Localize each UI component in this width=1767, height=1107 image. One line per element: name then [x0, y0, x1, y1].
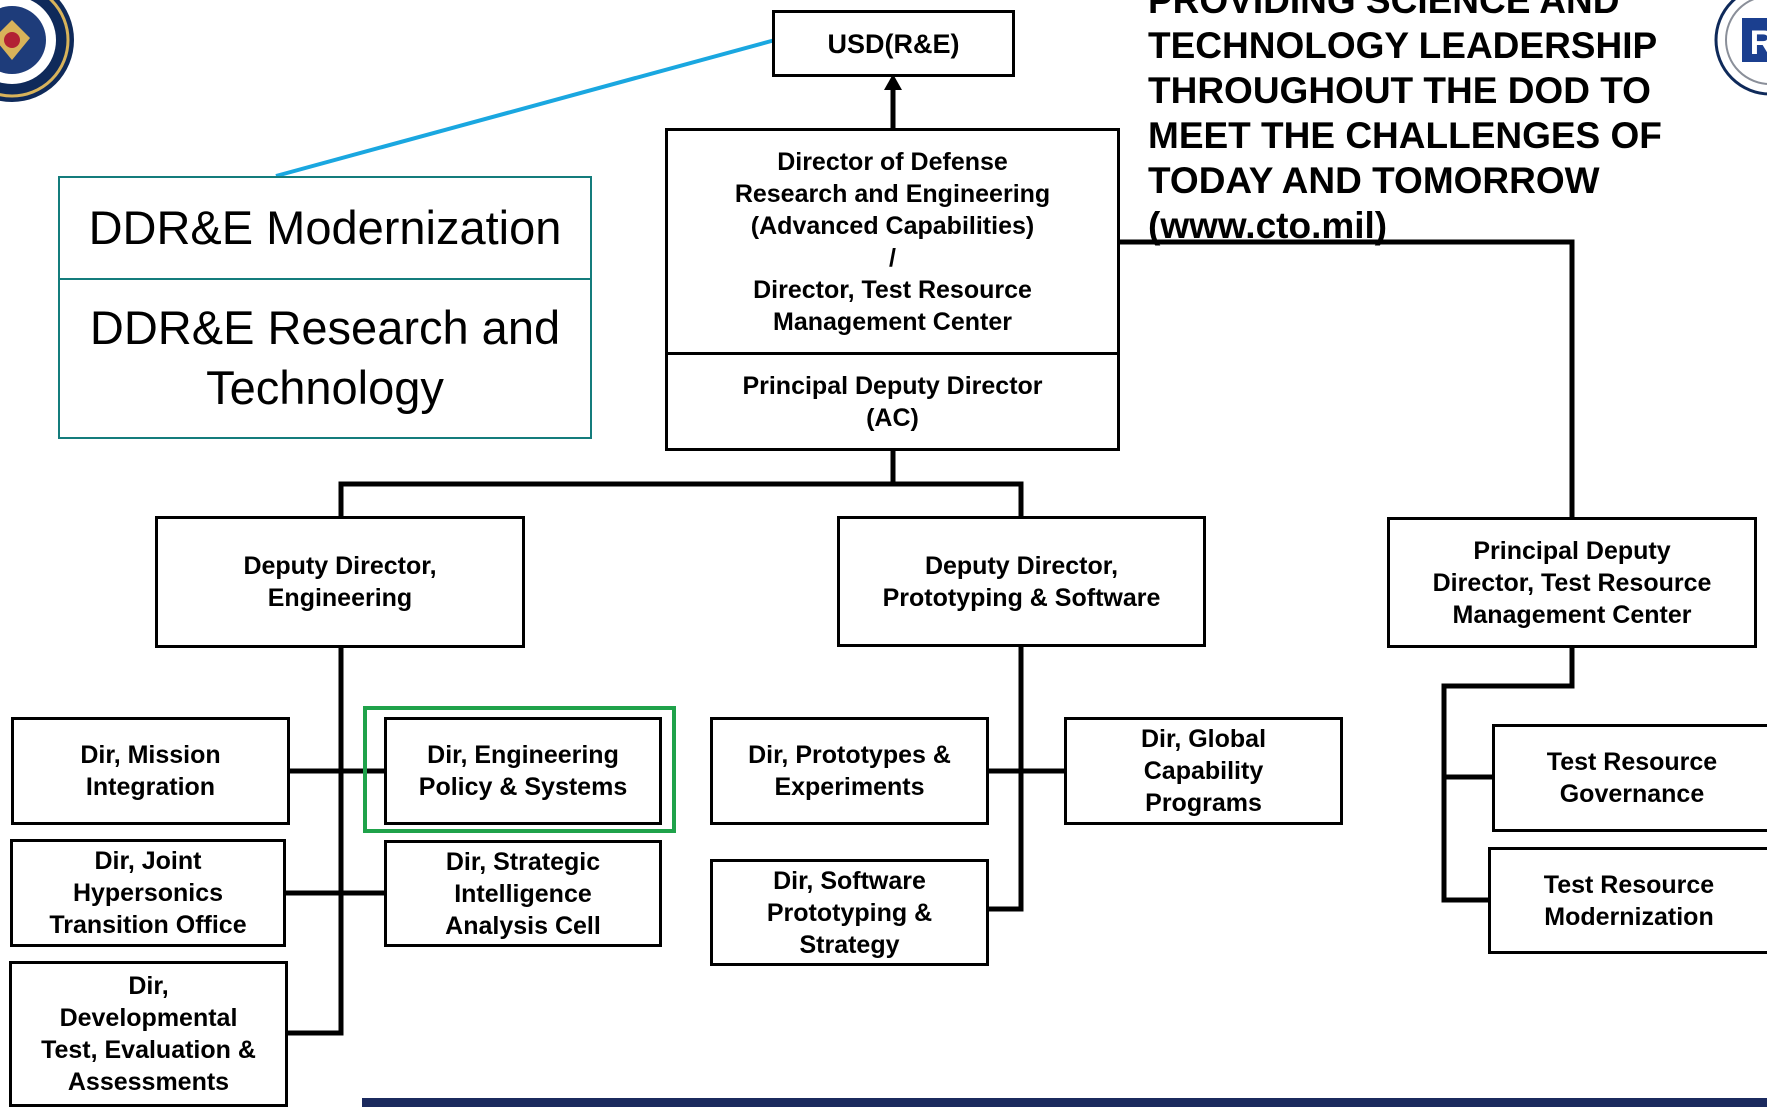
org-box-joint-hypersonics: Dir, Joint Hypersonics Transition Office [10, 839, 286, 947]
org-box-software-prototyping: Dir, Software Prototyping & Strategy [710, 859, 989, 966]
seal-letter: R [1750, 24, 1767, 62]
org-box-global-capability: Dir, Global Capability Programs [1064, 717, 1343, 825]
ddre-side-panel: DDR&E Modernization DDR&E Research and T… [58, 176, 592, 439]
org-box-mission-integration: Dir, Mission Integration [11, 717, 290, 825]
org-box-test-resource-modernization: Test Resource Modernization [1488, 847, 1767, 954]
dod-seal-icon [0, 0, 74, 102]
org-box-deputy-director-prototyping: Deputy Director, Prototyping & Software [837, 516, 1206, 647]
org-box-developmental-test: Dir, Developmental Test, Evaluation & As… [9, 961, 288, 1107]
footer-bar [362, 1098, 1767, 1107]
ddre-research-technology-label: DDR&E Research and Technology [89, 300, 561, 414]
highlight-frame [363, 706, 676, 833]
org-box-deputy-director-engineering: Deputy Director, Engineering [155, 516, 525, 648]
connector-panel-link [275, 38, 776, 178]
org-box-engineering-policy: Dir, Engineering Policy & Systems [384, 717, 662, 825]
org-box-pdd-trmc: Principal Deputy Director, Test Resource… [1387, 517, 1757, 648]
mission-statement: PROVIDING SCIENCE AND TECHNOLOGY LEADERS… [1148, 0, 1662, 246]
org-box-director-ddre: Director of Defense Research and Enginee… [665, 128, 1120, 355]
usd-re-seal-icon: R [1714, 0, 1767, 96]
org-box-strategic-intelligence: Dir, Strategic Intelligence Analysis Cel… [384, 840, 662, 947]
ddre-modernization-label: DDR&E Modernization [60, 178, 590, 280]
org-box-usd-re: USD(R&E) [772, 10, 1015, 77]
org-box-test-resource-governance: Test Resource Governance [1492, 724, 1767, 832]
org-box-principal-deputy-director: Principal Deputy Director (AC) [665, 352, 1120, 451]
org-box-prototypes-experiments: Dir, Prototypes & Experiments [710, 717, 989, 825]
arrow-head [884, 74, 902, 90]
